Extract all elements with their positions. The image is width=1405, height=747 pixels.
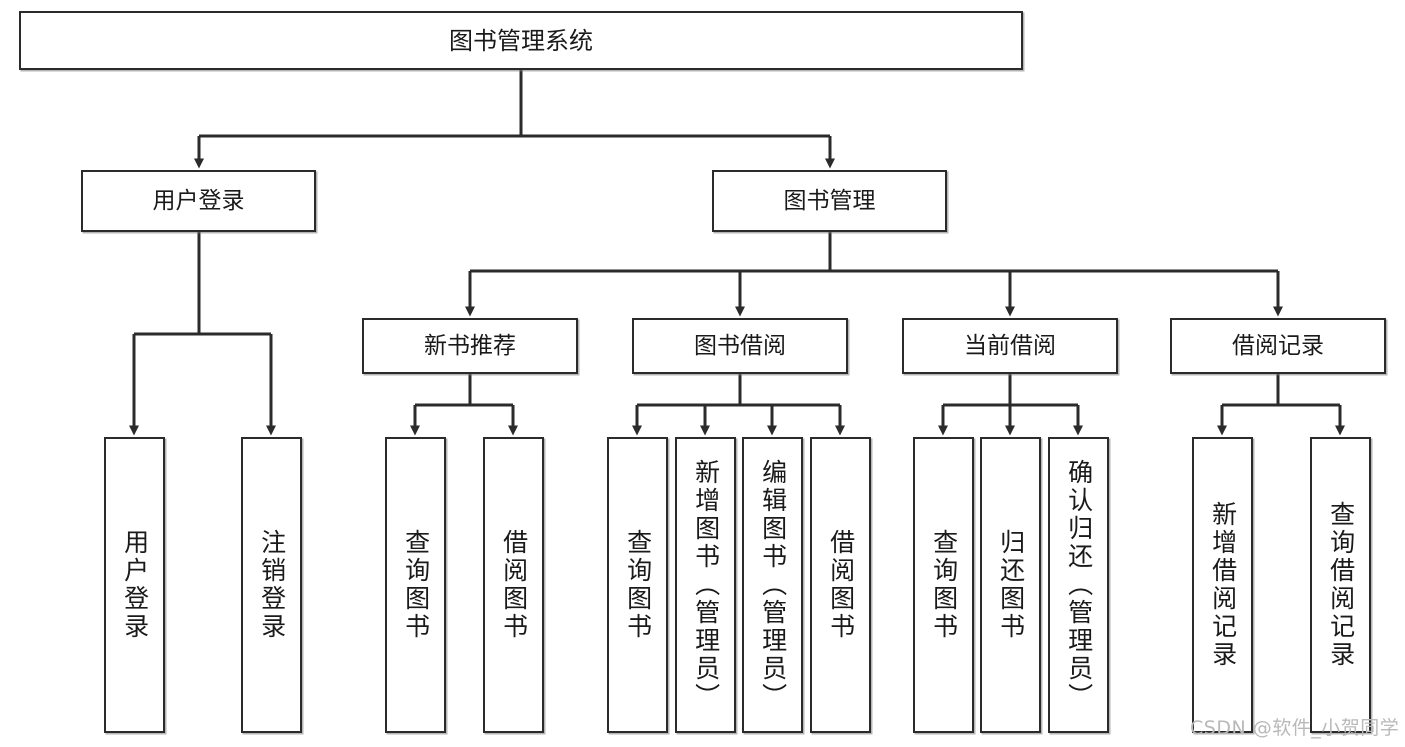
node-leaf-query-book-2[interactable]: 查询图书 [607,437,668,733]
node-user-login[interactable]: 用户登录 [81,170,316,232]
node-borrow-record[interactable]: 借阅记录 [1170,318,1386,374]
node-leaf-confirm-return[interactable]: 确认归还（管理员） [1048,437,1109,733]
node-leaf-edit-book[interactable]: 编辑图书（管理员） [742,437,803,733]
node-leaf-query-book-3[interactable]: 查询图书 [913,437,974,733]
node-user-login-label: 用户登录 [152,187,245,214]
node-leaf-add-record-label: 新增借阅记录 [1208,501,1238,669]
node-leaf-query-book-1[interactable]: 查询图书 [385,437,446,733]
node-new-book-recommend[interactable]: 新书推荐 [362,318,578,374]
node-leaf-add-record[interactable]: 新增借阅记录 [1192,437,1253,733]
node-leaf-borrow-book-1-label: 借阅图书 [499,529,529,641]
node-root[interactable]: 图书管理系统 [19,11,1023,70]
node-leaf-edit-book-label: 编辑图书（管理员） [758,459,788,711]
node-leaf-user-login-label: 用户登录 [120,529,150,641]
node-leaf-return-book-label: 归还图书 [996,529,1026,641]
node-current-borrow[interactable]: 当前借阅 [902,318,1118,374]
node-leaf-add-book[interactable]: 新增图书（管理员） [675,437,736,733]
node-borrow-record-label: 借阅记录 [1232,332,1324,359]
node-root-label: 图书管理系统 [449,26,593,55]
csdn-watermark: CSDN @软件_小贺同学 [1190,717,1400,739]
node-book-manage[interactable]: 图书管理 [712,170,947,232]
node-leaf-borrow-book-2-label: 借阅图书 [826,529,856,641]
node-leaf-return-book[interactable]: 归还图书 [980,437,1041,733]
node-leaf-query-book-3-label: 查询图书 [929,529,959,641]
node-book-manage-label: 图书管理 [783,187,876,214]
node-leaf-add-book-label: 新增图书（管理员） [691,459,721,711]
node-book-borrow-label: 图书借阅 [694,332,786,359]
node-leaf-user-logout-label: 注销登录 [257,529,287,641]
node-leaf-borrow-book-2[interactable]: 借阅图书 [810,437,871,733]
node-leaf-confirm-return-label: 确认归还（管理员） [1064,459,1094,711]
node-leaf-query-record[interactable]: 查询借阅记录 [1310,437,1371,733]
node-leaf-query-book-1-label: 查询图书 [401,529,431,641]
node-new-book-recommend-label: 新书推荐 [424,332,516,359]
node-leaf-query-record-label: 查询借阅记录 [1326,501,1356,669]
node-book-borrow[interactable]: 图书借阅 [632,318,848,374]
node-leaf-borrow-book-1[interactable]: 借阅图书 [483,437,544,733]
node-leaf-user-logout[interactable]: 注销登录 [241,437,302,733]
node-current-borrow-label: 当前借阅 [964,332,1056,359]
node-leaf-user-login[interactable]: 用户登录 [104,437,165,733]
node-leaf-query-book-2-label: 查询图书 [623,529,653,641]
